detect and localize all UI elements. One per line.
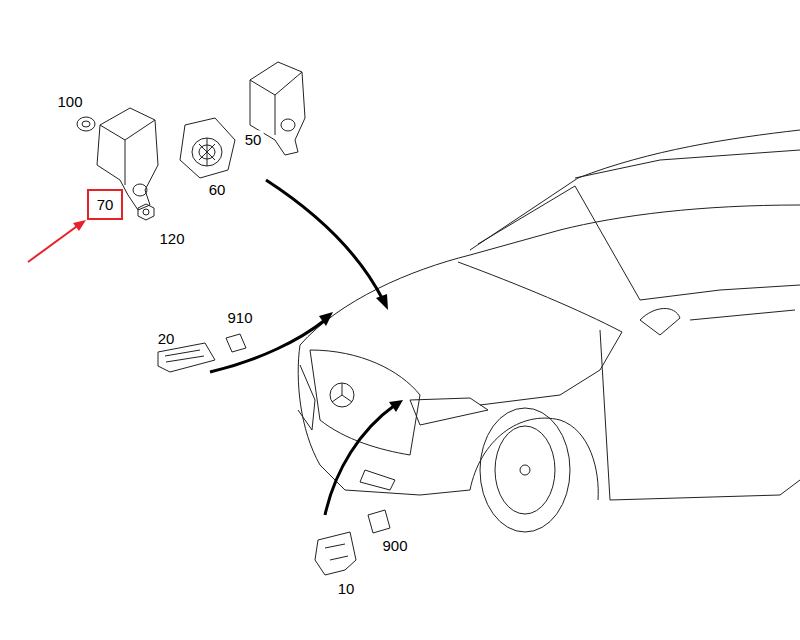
- callout-number: 20: [156, 330, 177, 347]
- arrow-head: [319, 294, 403, 412]
- latch-part: [315, 532, 356, 575]
- callout-number: 70: [97, 197, 114, 212]
- callout-number: 60: [207, 181, 228, 198]
- callout-number: 100: [55, 93, 84, 110]
- nut-part: [138, 204, 154, 220]
- plug-part: [368, 510, 390, 533]
- callout-box: 70: [87, 189, 123, 220]
- nut-part: [77, 117, 95, 131]
- callout-number: 50: [243, 131, 264, 148]
- callout-number: 120: [157, 230, 186, 247]
- horn-part: [180, 118, 235, 178]
- plug-part: [226, 334, 246, 352]
- car-outline: [298, 130, 800, 532]
- callout-number: 910: [225, 309, 254, 326]
- location-arrow: [210, 180, 395, 515]
- sensor-part: [158, 343, 215, 372]
- callout-number: 900: [380, 537, 409, 554]
- pointer-arrow: [28, 220, 86, 262]
- callout-number: 10: [336, 580, 357, 597]
